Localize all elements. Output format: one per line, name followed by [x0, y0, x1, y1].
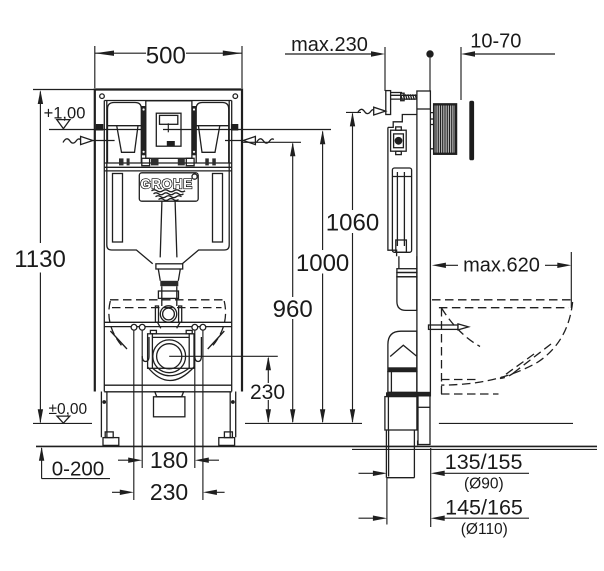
svg-text:(Ø110): (Ø110): [461, 521, 508, 538]
svg-text:180: 180: [150, 447, 188, 473]
svg-text:230: 230: [250, 381, 285, 404]
svg-text:145/165: 145/165: [445, 496, 523, 520]
svg-text:1060: 1060: [326, 210, 379, 237]
svg-text:500: 500: [146, 43, 186, 70]
svg-text:±0,00: ±0,00: [48, 401, 87, 418]
svg-text:10-70: 10-70: [470, 31, 521, 53]
svg-text:1130: 1130: [14, 246, 66, 273]
svg-text:max.230: max.230: [291, 34, 368, 56]
svg-text:1000: 1000: [296, 250, 349, 277]
svg-text:(Ø90): (Ø90): [464, 476, 504, 493]
svg-text:GROHE: GROHE: [140, 176, 192, 191]
svg-text:+1,00: +1,00: [44, 105, 86, 123]
svg-text:135/155: 135/155: [445, 450, 523, 474]
svg-text:960: 960: [273, 296, 313, 323]
svg-text:max.620: max.620: [463, 255, 540, 277]
svg-text:0-200: 0-200: [52, 458, 104, 481]
svg-text:230: 230: [150, 479, 188, 505]
